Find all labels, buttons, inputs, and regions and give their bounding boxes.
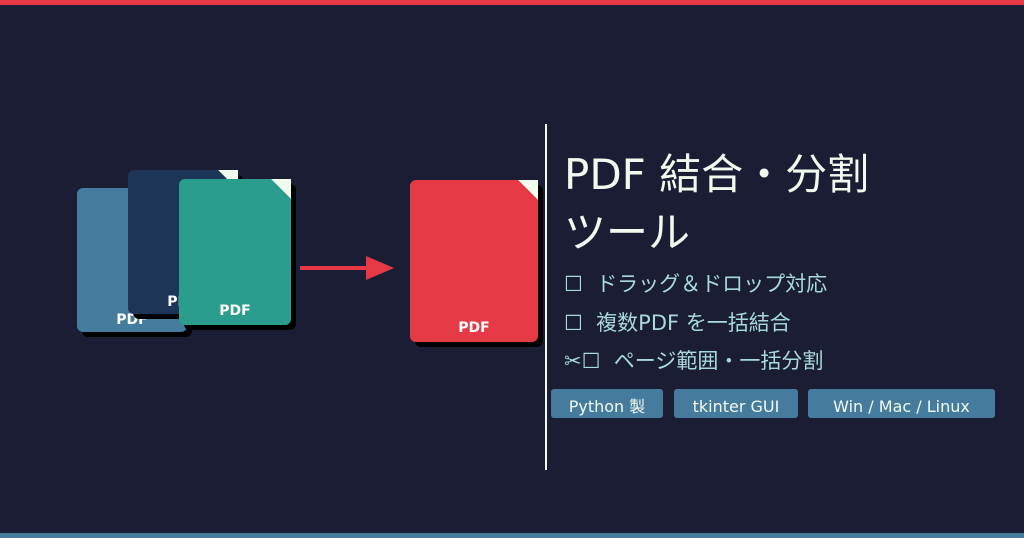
- title-line-2: ツール: [564, 208, 691, 257]
- badge-platforms: Win / Mac / Linux: [808, 389, 995, 418]
- pdf-document-result-icon: PDF: [410, 180, 538, 342]
- feature-item-split: ✂☐ ページ範囲・一括分割: [564, 345, 823, 375]
- pdf-label: PDF: [458, 320, 490, 336]
- checkbox-icon: ☐: [564, 272, 583, 296]
- feature-text: ページ範囲・一括分割: [613, 349, 824, 373]
- badge-python: Python 製: [551, 389, 663, 418]
- feature-item-drag-drop: ☐ ドラッグ＆ドロップ対応: [564, 268, 827, 298]
- pdf-document-front-icon: PDF: [179, 179, 291, 325]
- title-line-1: PDF 結合・分割: [564, 150, 870, 199]
- vertical-divider: [545, 124, 547, 470]
- bottom-accent-bar: [0, 533, 1024, 538]
- scissors-icon: ✂☐: [564, 349, 601, 373]
- checkbox-icon: ☐: [564, 311, 583, 335]
- feature-item-merge: ☐ 複数PDF を一括結合: [564, 307, 791, 337]
- merge-arrow-icon: [366, 256, 394, 280]
- page-fold-icon: [518, 180, 538, 200]
- pdf-label: PDF: [116, 312, 148, 328]
- top-accent-bar: [0, 0, 1024, 5]
- badge-tkinter: tkinter GUI: [674, 389, 798, 418]
- merge-arrow-shaft: [300, 266, 370, 270]
- pdf-label: PDF: [219, 303, 251, 319]
- page-title: PDF 結合・分割 ツール: [564, 146, 869, 262]
- page-fold-icon: [271, 179, 291, 199]
- feature-text: ドラッグ＆ドロップ対応: [596, 272, 828, 296]
- feature-text: 複数PDF を一括結合: [596, 311, 791, 335]
